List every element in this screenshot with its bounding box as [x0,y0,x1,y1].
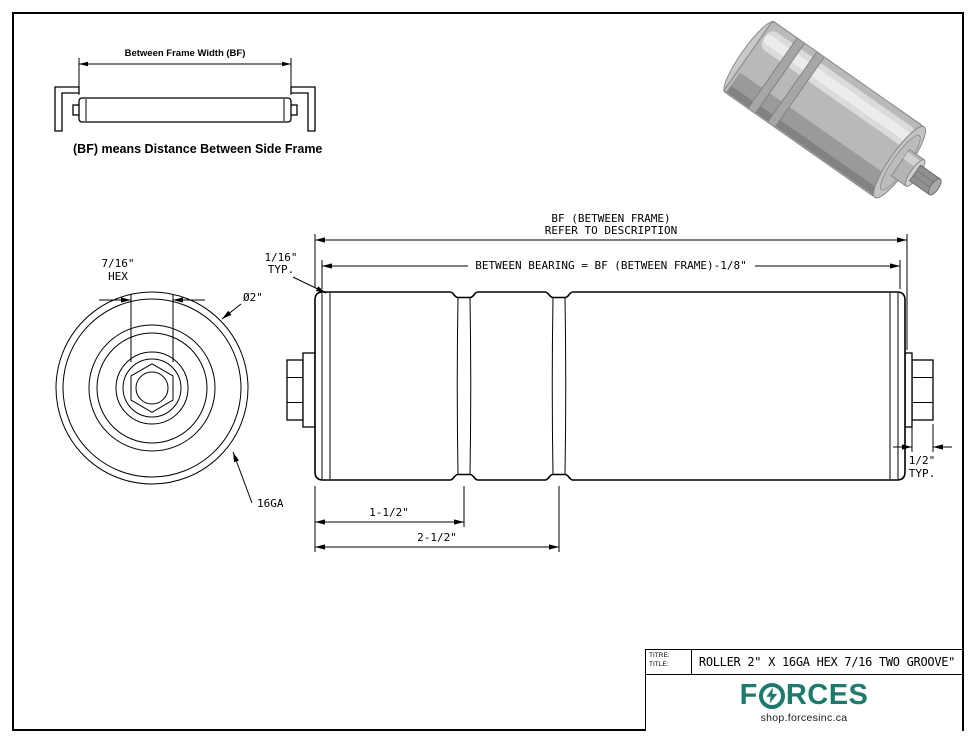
typ116-leader: 1/16" TYP. [264,251,327,294]
roller-od-circle [55,291,249,485]
typ12-dimension: 1/2" TYP. [893,424,952,480]
typ12-text-1: 1/2" [909,454,936,467]
arrowhead [315,544,325,550]
arrowhead [890,263,900,269]
diameter-leader: Ø2" [221,291,263,320]
brand-website: shop.forcesinc.ca [760,712,848,724]
hex-dim-text-1: 7/16" [101,257,134,270]
inset-dim-label: Between Frame Width (BF) [125,48,246,59]
arrowhead [173,297,183,303]
arrowhead [282,61,291,67]
arrowhead [897,237,907,243]
gauge-text: 16GA [257,497,284,510]
lightning-bolt-icon [758,682,785,709]
roller-3d-render [723,21,942,199]
dimensions: BF (BETWEEN FRAME) REFER TO DESCRIPTION … [99,212,952,552]
title-label-cell: TITRE: TITLE: [646,650,692,674]
between-bearing-dimension: BETWEEN BEARING = BF (BETWEEN FRAME)-1/8… [321,259,901,289]
forces-logo: F RCES [740,681,869,710]
right-shaft [904,352,934,428]
arrowhead [549,544,559,550]
bf-dim-text-2: REFER TO DESCRIPTION [545,224,677,237]
left-frame-section [54,86,80,132]
groove2-wall [551,297,554,475]
between-bearing-text: BETWEEN BEARING = BF (BETWEEN FRAME)-1/8… [475,259,747,272]
logo-text-left: F [739,679,758,711]
arrowhead [121,297,131,303]
arrowhead [222,310,232,319]
typ116-text-1: 1/16" [264,251,297,264]
typ12-text-2: TYP. [909,467,936,480]
drawing-title: ROLLER 2" X 16GA HEX 7/16 TWO GROOVE" [698,655,956,669]
title-block-brand-row: F RCES shop.forcesinc.ca [646,675,962,730]
front-view [55,291,249,485]
arrowhead [233,452,239,463]
bf-dimension: BF (BETWEEN FRAME) REFER TO DESCRIPTION [314,212,908,350]
left-shaft [286,352,316,428]
arrowhead [315,237,325,243]
title-block-title-row: TITRE: TITLE: ROLLER 2" X 16GA HEX 7/16 … [646,650,962,675]
hex-dimension: 7/16" HEX [99,257,205,362]
groove1-wall [456,297,459,475]
arrowhead [933,444,943,450]
gauge-leader: 16GA [232,451,284,510]
logo-text-right: RCES [785,679,869,711]
typ116-text-2: TYP. [268,263,295,276]
side-view [286,291,934,481]
roller-id-circle [62,298,242,478]
bf-dim-text-1: BF (BETWEEN FRAME) [551,212,670,225]
roller-body-outline [314,291,906,481]
inset-caption: (BF) means Distance Between Side Frame [73,142,322,156]
inset-roller-body [78,97,292,123]
arrowhead [454,519,464,525]
title-block: TITRE: TITLE: ROLLER 2" X 16GA HEX 7/16 … [645,649,962,731]
arrowhead [322,263,332,269]
arrowhead [79,61,88,67]
arrowhead [315,519,325,525]
bf-inset: Between Frame Width (BF) (BF) means Dist… [54,48,322,156]
groove1-dimension: 1-1/2" [314,486,465,552]
groove1-dim-text: 1-1/2" [369,506,409,519]
right-frame-section [290,86,316,132]
hex-dim-text-2: HEX [108,270,128,283]
arrowhead [902,444,912,450]
roller-3d-grooves [747,38,825,128]
diameter-text: Ø2" [243,291,263,304]
arrowhead [315,286,326,293]
label-title: TITLE: [649,660,669,668]
label-titre: TITRE: [649,652,670,659]
groove2-dimension: 2-1/2" [315,486,560,552]
groove2-dim-text: 2-1/2" [417,531,457,544]
hex-bore [130,363,174,413]
sheet-border [12,12,964,731]
